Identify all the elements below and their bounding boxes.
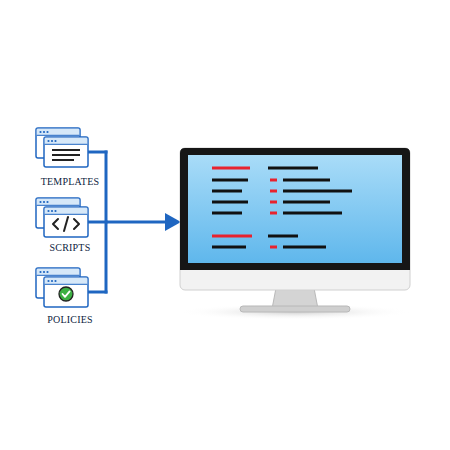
shadow: [177, 304, 413, 320]
icon-node: POLICIES: [22, 268, 118, 326]
icon-node: SCRIPTS: [22, 198, 118, 254]
check-circle: [59, 287, 73, 301]
icon-label: POLICIES: [22, 314, 118, 326]
monitor-base: [240, 306, 350, 312]
monitor-body: [180, 148, 410, 290]
icon-node: TEMPLATES: [22, 128, 118, 188]
script-icon: [36, 198, 88, 237]
monitor: [177, 148, 413, 320]
template-icon: [36, 128, 88, 167]
icon-label: SCRIPTS: [22, 242, 118, 254]
check-mark: [63, 291, 70, 296]
code-symbol: [53, 217, 79, 231]
policy-icon: [36, 268, 88, 307]
merge-bracket: [88, 151, 168, 294]
code-lines: [212, 168, 352, 247]
icon-label: TEMPLATES: [22, 176, 118, 188]
text-lines: [52, 150, 80, 160]
screen: [188, 155, 402, 263]
monitor-bezel: [180, 148, 410, 270]
arrow-head: [165, 213, 181, 231]
